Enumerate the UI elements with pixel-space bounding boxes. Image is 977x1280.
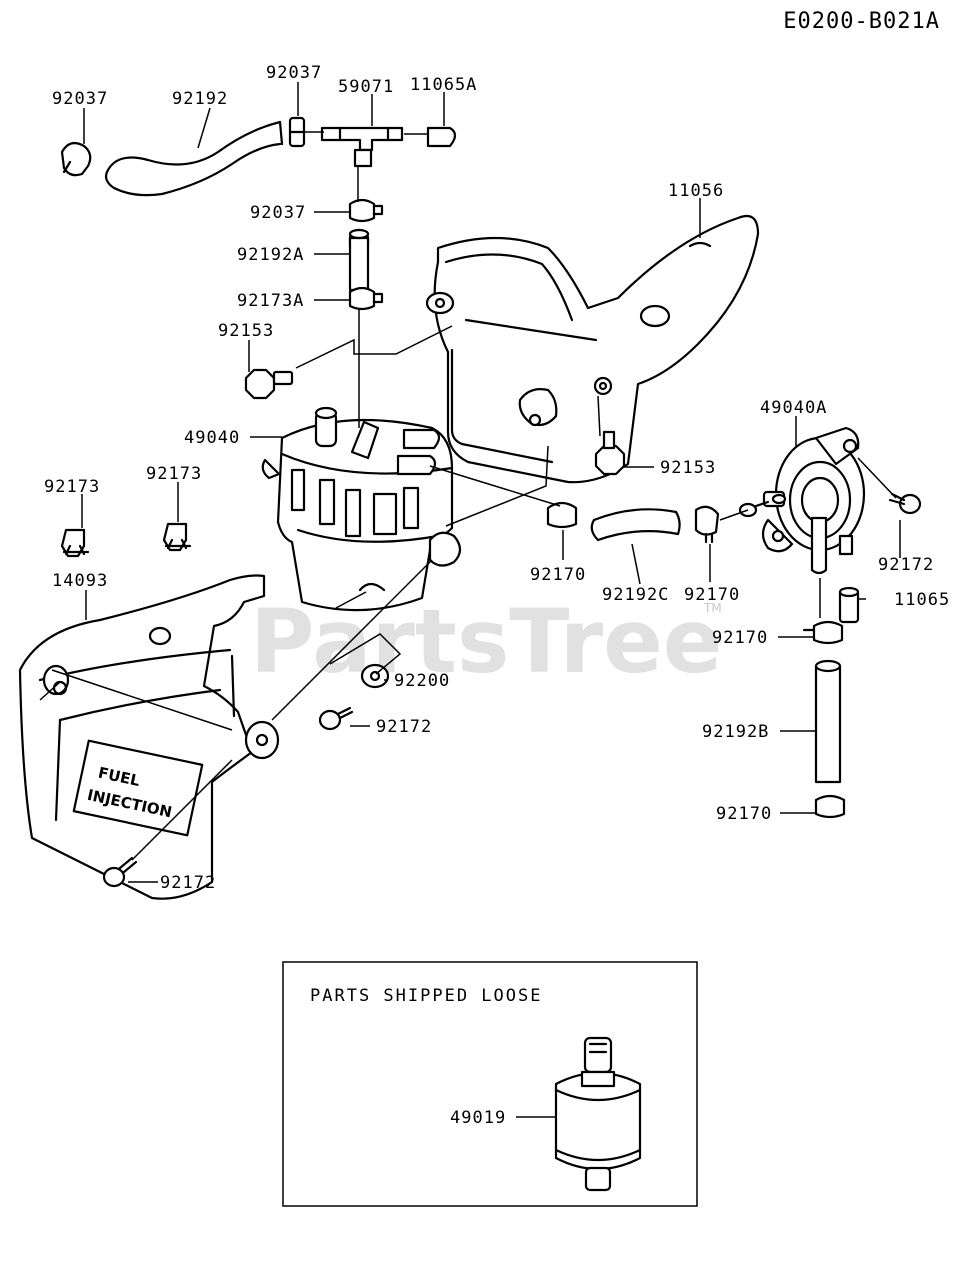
- bolt-92153-left[interactable]: [244, 368, 294, 400]
- label-11065A: 11065A: [410, 75, 477, 95]
- tee-fitting-59071[interactable]: [320, 126, 404, 168]
- label-92173-a: 92173: [44, 477, 100, 497]
- screw-pump-left[interactable]: [738, 500, 770, 518]
- clip-92173-b[interactable]: [162, 522, 192, 552]
- clamp-92173A[interactable]: [348, 286, 384, 311]
- cover-14093[interactable]: FUEL INJECTION: [18, 574, 280, 900]
- clamp-92170-d[interactable]: [814, 794, 846, 819]
- leader-lines: [39, 82, 901, 883]
- label-92173-b: 92173: [146, 464, 202, 484]
- label-92192A: 92192A: [237, 245, 304, 265]
- part-labels: 92037 92192 92037 59071 11065A 92037 921…: [44, 63, 950, 893]
- label-92037-c: 92037: [250, 203, 306, 223]
- label-92170-c: 92170: [712, 628, 768, 648]
- label-92200: 92200: [394, 671, 450, 691]
- grommet-92200[interactable]: [360, 663, 390, 689]
- watermark-tm: TM: [703, 601, 722, 615]
- label-14093: 14093: [52, 571, 108, 591]
- bracket-11056[interactable]: [425, 214, 760, 484]
- label-92172-b: 92172: [376, 717, 432, 737]
- label-92170-b: 92170: [684, 585, 740, 605]
- clamp-92037-left[interactable]: [60, 141, 92, 177]
- fuel-pump-49040A[interactable]: [761, 426, 866, 575]
- label-92170-a: 92170: [530, 565, 586, 585]
- label-92172-c: 92172: [160, 873, 216, 893]
- clamp-92037-top[interactable]: [288, 116, 306, 148]
- hose-92192[interactable]: [104, 120, 284, 197]
- clip-92173-a[interactable]: [60, 528, 90, 558]
- label-92153-b: 92153: [660, 458, 716, 478]
- screw-92172-mid[interactable]: [318, 706, 354, 731]
- label-59071: 59071: [338, 77, 394, 97]
- diagram-code: E0200-B021A: [783, 9, 940, 34]
- label-11065: 11065: [894, 590, 950, 610]
- clamp-92170-a[interactable]: [546, 501, 578, 529]
- label-92153-a: 92153: [218, 321, 274, 341]
- screw-92172-pump[interactable]: [888, 492, 922, 515]
- fuel-pump-assy-49040[interactable]: [261, 406, 462, 612]
- label-49019: 49019: [450, 1108, 506, 1128]
- clamp-92037-mid[interactable]: [348, 198, 384, 223]
- label-92037-a: 92037: [52, 89, 108, 109]
- label-92172-a: 92172: [878, 555, 934, 575]
- hose-92192A[interactable]: [348, 228, 370, 292]
- label-92037-b: 92037: [266, 63, 322, 83]
- label-92192: 92192: [172, 89, 228, 109]
- screw-92172-bottom[interactable]: [102, 856, 138, 888]
- loose-box-title: PARTS SHIPPED LOOSE: [310, 986, 542, 1006]
- label-11056: 11056: [668, 181, 724, 201]
- cap-11065[interactable]: [838, 586, 860, 624]
- clamp-92170-b[interactable]: [694, 505, 720, 544]
- label-49040A: 49040A: [760, 398, 827, 418]
- inline-fuel-filter-49019[interactable]: [554, 1036, 642, 1192]
- label-92170-d: 92170: [716, 804, 772, 824]
- cap-11065A[interactable]: [426, 126, 457, 148]
- hose-92192B[interactable]: [814, 659, 842, 784]
- clamp-92170-c[interactable]: [802, 620, 844, 645]
- bolt-92153-right[interactable]: [594, 430, 626, 476]
- label-92173A: 92173A: [237, 291, 304, 311]
- hose-92192C[interactable]: [590, 508, 681, 542]
- label-49040: 49040: [184, 428, 240, 448]
- label-92192B: 92192B: [702, 722, 769, 742]
- label-92192C: 92192C: [602, 585, 669, 605]
- parts-shipped-loose-box: PARTS SHIPPED LOOSE 49019: [282, 961, 698, 1207]
